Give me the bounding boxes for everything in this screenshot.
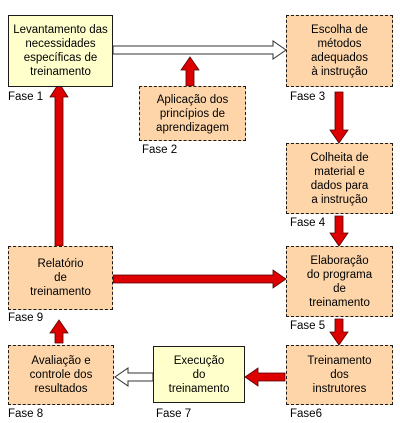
- box-fase8: Avaliação e controle dos resultados: [8, 345, 114, 405]
- label-fase5: Fase 5: [290, 320, 326, 332]
- label-fase9: Fase 9: [8, 312, 44, 324]
- label-fase6: Fase6: [290, 408, 322, 420]
- label-fase3: Fase 3: [290, 91, 326, 103]
- label-fase8: Fase 8: [8, 408, 44, 420]
- arrow-fase2-up: [180, 56, 200, 87]
- box-fase3: Escolha de métodos adequados à instrução: [286, 15, 393, 87]
- box-fase6-text: Treinamento dos instrutores: [307, 355, 372, 395]
- arrow-fase5-to-fase6: [329, 318, 349, 346]
- box-fase8-text: Avaliação e controle dos resultados: [29, 355, 93, 395]
- box-fase2: Aplicação dos princípios de aprendizagem: [139, 86, 246, 141]
- box-fase9-text: Relatório de treinamento: [30, 258, 91, 298]
- box-fase1: Levantamento das necessidades específica…: [8, 15, 113, 87]
- arrow-fase7-to-fase8: [114, 367, 154, 387]
- label-fase2: Fase 2: [142, 144, 178, 156]
- arrow-fase8-to-fase9: [49, 319, 69, 344]
- label-fase1: Fase 1: [8, 91, 44, 103]
- arrow-fase9-to-fase5: [112, 269, 287, 289]
- box-fase6: Treinamento dos instrutores: [286, 345, 393, 405]
- box-fase7-text: Execução do treinamento: [168, 354, 230, 395]
- label-fase7: Fase 7: [156, 408, 192, 420]
- label-fase4: Fase 4: [290, 217, 326, 229]
- arrow-fase1-to-fase3: [112, 40, 287, 60]
- arrow-fase9-to-fase1: [49, 82, 69, 247]
- box-fase4: Colheita de material e dados para a inst…: [286, 143, 393, 214]
- arrow-fase4-to-fase5: [329, 215, 349, 247]
- box-fase1-text: Levantamento das necessidades específica…: [13, 24, 108, 78]
- box-fase2-text: Aplicação dos princípios de aprendizagem: [156, 93, 229, 134]
- box-fase5-text: Elaboração do programa de treinamento: [306, 254, 373, 309]
- box-fase9: Relatório de treinamento: [8, 246, 113, 310]
- arrow-fase6-to-fase7: [244, 367, 286, 387]
- box-fase4-text: Colheita de material e dados para a inst…: [310, 151, 369, 206]
- box-fase7: Execução do treinamento: [153, 346, 245, 403]
- arrow-fase3-to-fase4: [329, 91, 349, 144]
- box-fase5: Elaboração do programa de treinamento: [286, 246, 393, 317]
- box-fase3-text: Escolha de métodos adequados à instrução: [311, 24, 368, 78]
